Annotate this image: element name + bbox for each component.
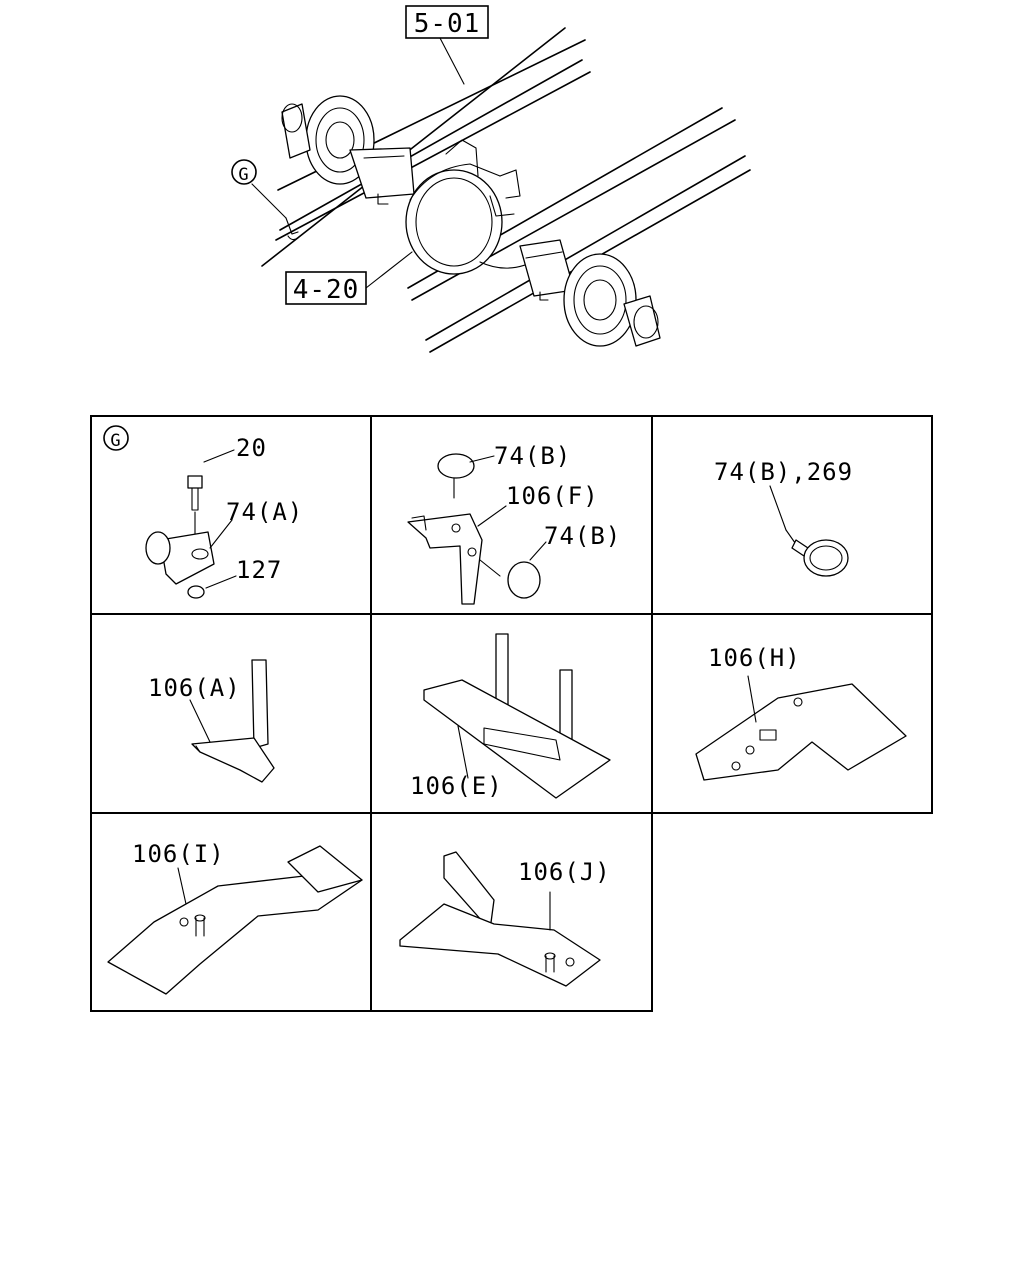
svg-text:G: G <box>238 165 249 185</box>
cell-clamp-269: 74(B),269 <box>714 458 853 577</box>
svg-text:5-01: 5-01 <box>414 9 481 39</box>
svg-text:G: G <box>110 431 121 451</box>
svg-text:106(A): 106(A) <box>148 674 241 702</box>
svg-text:74(B): 74(B) <box>494 442 571 470</box>
svg-text:106(E): 106(E) <box>410 772 503 800</box>
svg-text:74(B),269: 74(B),269 <box>714 458 853 486</box>
svg-text:127: 127 <box>236 556 282 584</box>
cell-bracket-106h: 106(H) <box>695 644 907 781</box>
svg-text:20: 20 <box>236 434 267 462</box>
svg-text:74(A): 74(A) <box>226 498 303 526</box>
cell-bracket-106f: 74(B) 106(F) 74(B) <box>407 442 621 605</box>
cell-bracket-106j: 106(J) <box>399 851 611 987</box>
cell-bracket-106i: 106(I) <box>107 840 363 995</box>
svg-text:106(J): 106(J) <box>518 858 611 886</box>
svg-text:106(H): 106(H) <box>708 644 801 672</box>
svg-text:106(F): 106(F) <box>506 482 599 510</box>
detail-marker-top: G <box>231 159 257 185</box>
svg-text:4-20: 4-20 <box>293 275 360 305</box>
cell-bracket-106a: 106(A) <box>148 659 275 783</box>
reference-box-upper[interactable]: 5-01 <box>405 5 489 39</box>
axle-illustration <box>251 27 751 353</box>
detail-marker-grid: G <box>103 425 129 451</box>
cell-bracket-106e: 106(E) <box>410 633 611 800</box>
svg-text:74(B): 74(B) <box>544 522 621 550</box>
cell-clip-assembly: 20 74(A) 127 <box>145 434 303 599</box>
detail-grid <box>90 415 933 1012</box>
reference-box-lower[interactable]: 4-20 <box>285 271 367 305</box>
svg-text:106(I): 106(I) <box>132 840 225 868</box>
